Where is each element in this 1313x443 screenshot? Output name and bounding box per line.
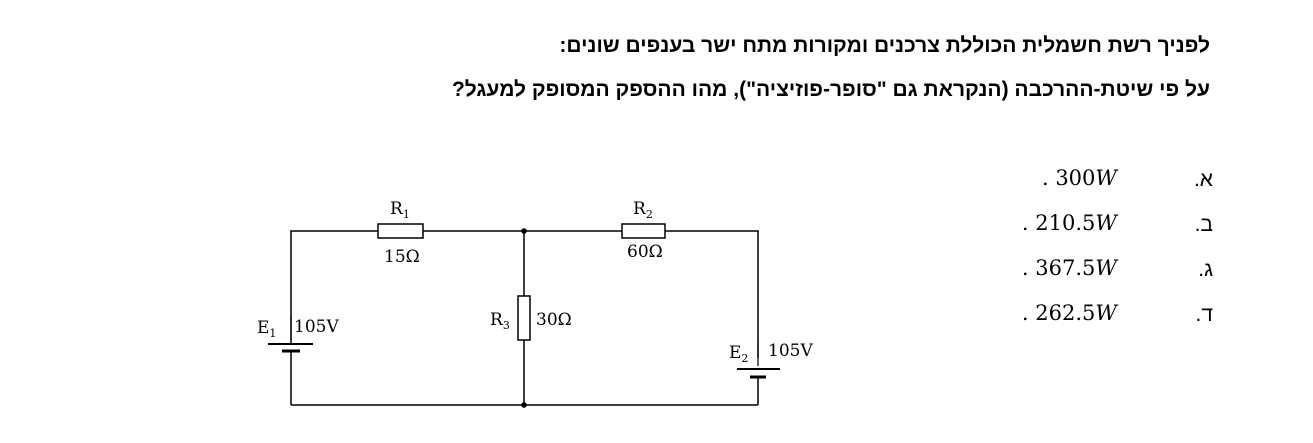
- label-e2: E2: [729, 343, 748, 365]
- label-r3: R3: [490, 310, 510, 332]
- resistor-r3: [517, 295, 531, 341]
- junction-bottom: [521, 402, 527, 408]
- answer-value: . 210.5W: [1021, 211, 1117, 235]
- value-r3: 30Ω: [536, 310, 572, 330]
- question-line-1: לפניך רשת חשמלית הכוללת צרכנים ומקורות מ…: [559, 34, 1210, 57]
- answer-option-a[interactable]: א. . 300W: [993, 166, 1213, 211]
- battery-e2: [737, 368, 780, 379]
- label-e1: E1: [257, 318, 276, 340]
- answer-option-c[interactable]: ג. . 367.5W: [993, 256, 1213, 301]
- answer-list: א. . 300W ב. . 210.5W ג. . 367.5W ד. . 2…: [993, 166, 1213, 346]
- answer-value: . 367.5W: [1021, 256, 1117, 280]
- resistor-r2: [621, 223, 666, 239]
- question-line-2: על פי שיטת-ההרכבה (הנקראת גם "סופר-פוזיצ…: [451, 78, 1210, 101]
- answer-option-d[interactable]: ד. . 262.5W: [993, 301, 1213, 346]
- answer-letter: ד.: [1195, 303, 1213, 326]
- value-e2: 105V: [768, 341, 813, 361]
- wire-top-left: [290, 230, 378, 315]
- label-r2: R2: [633, 199, 653, 221]
- answer-letter: ג.: [1198, 258, 1213, 281]
- answer-letter: א.: [1193, 168, 1213, 191]
- answer-value: . 262.5W: [1021, 301, 1117, 325]
- answer-value: . 300W: [1041, 166, 1117, 190]
- value-e1: 105V: [294, 317, 339, 337]
- wire-top-right: [665, 230, 759, 358]
- resistor-r1: [377, 223, 424, 239]
- junction-top: [521, 228, 527, 234]
- label-r1: R1: [390, 199, 410, 221]
- value-r2: 60Ω: [627, 242, 663, 262]
- answer-option-b[interactable]: ב. . 210.5W: [993, 211, 1213, 256]
- answer-letter: ב.: [1194, 213, 1213, 236]
- value-r1: 15Ω: [384, 247, 420, 267]
